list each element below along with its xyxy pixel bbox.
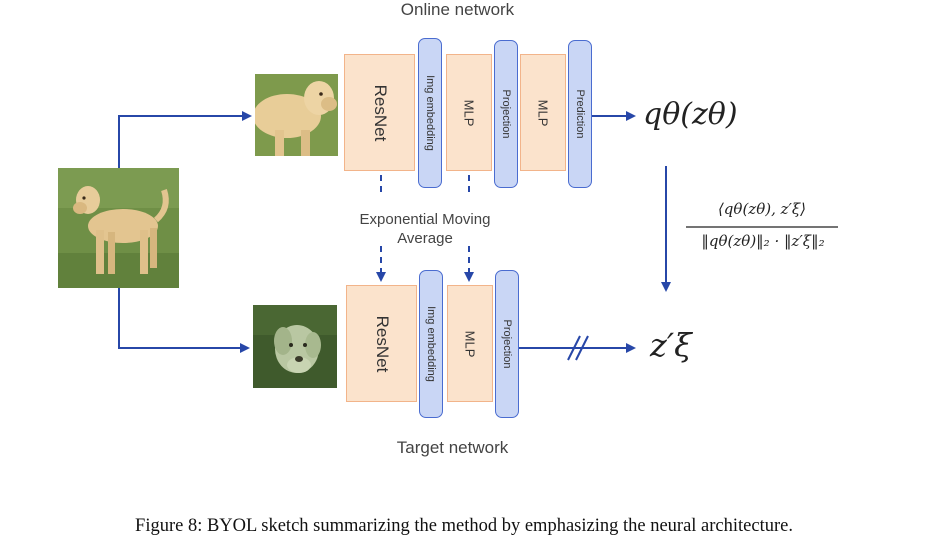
target-mlp-box: MLP: [447, 285, 493, 402]
ema-label-line2: Average: [397, 230, 453, 247]
loss-numerator: ⟨qθ(zθ), z′ξ⟩: [717, 200, 807, 218]
online-mlp-box: MLP: [446, 54, 492, 171]
online-view-image: [255, 74, 338, 156]
target-view-image: [253, 305, 337, 388]
online-projection-box: Projection: [494, 40, 518, 188]
input-to-target-arrow: [118, 288, 250, 353]
online-resnet-box: ResNet: [344, 54, 415, 171]
target-projection-box: Projection: [495, 270, 519, 418]
stop-gradient-mark-1: [567, 335, 581, 361]
ema-label-line1: Exponential Moving: [359, 211, 491, 228]
target-network-title: Target network: [396, 438, 509, 457]
ema-label: Exponential Moving Average: [330, 210, 520, 248]
figure-caption: Figure 8: BYOL sketch summarizing the me…: [135, 516, 793, 536]
stop-gradient-mark-2: [575, 335, 589, 361]
target-resnet-box: ResNet: [346, 285, 417, 402]
online-prediction-box: Prediction: [568, 40, 592, 188]
online-network-title: Online network: [400, 0, 515, 19]
online-predictor-mlp-box: MLP: [520, 54, 566, 171]
online-output-label: qθ(zθ): [643, 97, 738, 132]
online-img-embedding-box: Img embedding: [418, 38, 442, 188]
target-img-embedding-box: Img embedding: [419, 270, 443, 418]
input-dog-image: [58, 168, 179, 288]
target-output-label: z′ξ: [650, 326, 692, 364]
input-to-online-arrow: [118, 111, 252, 168]
loss-denominator: ‖qθ(zθ)‖₂ · ‖z′ξ‖₂: [701, 232, 825, 250]
